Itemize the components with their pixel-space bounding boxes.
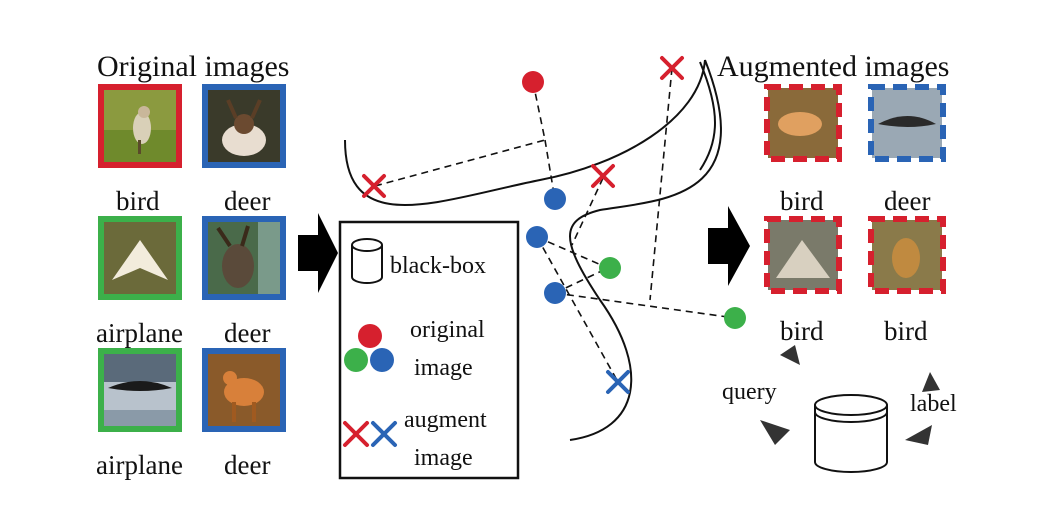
original-images-heading: Original images [97, 50, 290, 83]
original-point [599, 257, 621, 279]
legend-augment-line1: augment [404, 407, 487, 433]
decision-boundary-curve [569, 59, 722, 441]
augmented-image-bird [764, 216, 842, 294]
original-point [724, 307, 746, 329]
arrow-right-icon [708, 206, 750, 286]
original-point [522, 71, 544, 93]
augmented-caption: bird [780, 186, 824, 216]
database-icon [814, 394, 888, 473]
original-image-deer [202, 348, 286, 432]
cross-mark-icon [362, 174, 386, 198]
original-caption: deer [224, 450, 271, 480]
circular-arrow-icon [760, 345, 940, 445]
decision-boundary-curve [699, 61, 716, 171]
cross-mark-icon [371, 421, 397, 447]
augmented-caption: bird [780, 316, 824, 346]
original-image-deer [202, 84, 286, 168]
legend-title: black-box [390, 253, 486, 279]
label-label: label [910, 391, 957, 417]
original-caption: deer [224, 318, 271, 348]
original-caption: deer [224, 186, 271, 216]
original-caption: bird [116, 186, 160, 216]
cross-mark-icon [343, 421, 369, 447]
original-image-deer [202, 216, 286, 300]
legend-red-dot [358, 324, 382, 348]
augmented-caption: bird [884, 316, 928, 346]
arrow-right-icon [298, 213, 338, 293]
augmented-images-heading: Augmented images [717, 50, 950, 83]
legend-box [338, 220, 520, 480]
augmented-caption: deer [884, 186, 931, 216]
augmented-image-bird [868, 216, 946, 294]
original-image-airplane [98, 348, 182, 432]
original-caption: airplane [96, 318, 183, 348]
original-image-airplane [98, 216, 182, 300]
augmented-image-bird [764, 84, 842, 162]
dashed-links [374, 67, 736, 383]
legend-original-line2: image [414, 355, 473, 381]
original-point [544, 188, 566, 210]
cross-mark-icon [660, 56, 684, 80]
augmented-image-deer [868, 84, 946, 162]
query-label: query [722, 379, 777, 405]
original-caption: airplane [96, 450, 183, 480]
legend-original-line1: original [410, 317, 485, 343]
original-point [544, 282, 566, 304]
original-image-bird [98, 84, 182, 168]
legend-blue-dot [370, 348, 394, 372]
cross-mark-icon [591, 164, 615, 188]
cross-mark-icon [606, 370, 630, 394]
database-icon [351, 238, 383, 284]
original-point [526, 226, 548, 248]
decision-boundary-curve [344, 59, 706, 206]
legend-augment-line2: image [414, 445, 473, 471]
legend-green-dot [344, 348, 368, 372]
